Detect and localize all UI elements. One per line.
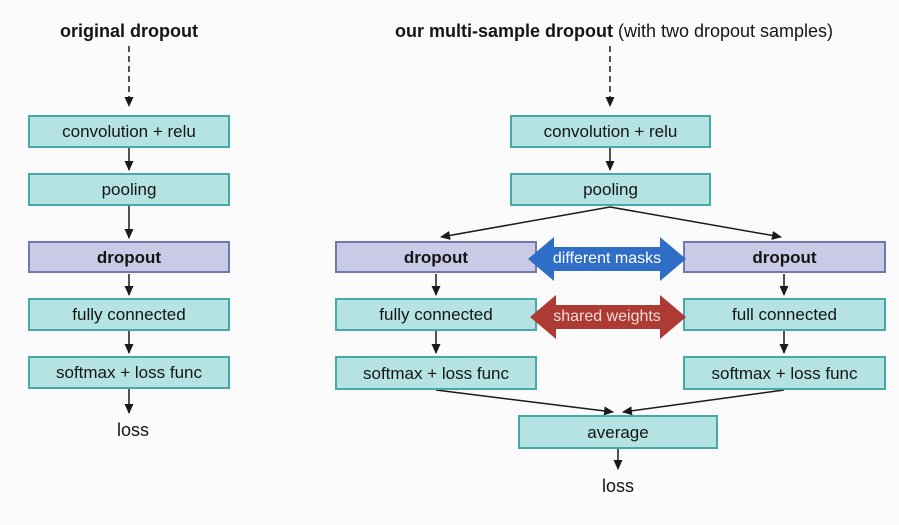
connector-softmaxL-average [435, 389, 614, 416]
left-diagram-title: original dropout [60, 21, 198, 41]
box-original-conv-relu: convolution + relu [28, 115, 230, 148]
box-original-softmax-loss: softmax + loss func [28, 356, 230, 389]
box-original-pooling: pooling [28, 173, 230, 206]
box-ms-average: average [518, 415, 718, 449]
box-original-dropout: dropout [28, 241, 230, 273]
box-ms-conv-relu: convolution + relu [510, 115, 711, 148]
box-ms-softmax-left: softmax + loss func [335, 356, 537, 390]
box-ms-dropout-right: dropout [683, 241, 886, 273]
box-ms-softmax-right: softmax + loss func [683, 356, 886, 390]
shared-weights-label: shared weights [553, 308, 661, 325]
box-ms-pooling: pooling [510, 173, 711, 206]
label-original-loss: loss [116, 420, 149, 440]
box-original-fully-connected: fully connected [28, 298, 230, 331]
connector-pooling-dropout-right [609, 206, 782, 240]
different-masks-arrow [528, 237, 686, 281]
label-ms-loss: loss [601, 476, 634, 496]
connector-softmaxR-average [622, 389, 785, 416]
right-title-regular: (with two dropout samples) [612, 21, 834, 41]
different-masks-label: different masks [552, 250, 662, 267]
box-ms-fully-connected-left: fully connected [335, 298, 537, 331]
right-title-bold: our multi-sample dropout [394, 21, 613, 41]
box-ms-dropout-left: dropout [335, 241, 537, 273]
right-diagram-title: our multi-sample dropout (with two dropo… [333, 21, 895, 42]
box-ms-full-connected-right: full connected [683, 298, 886, 331]
connector-pooling-dropout-left [440, 206, 611, 240]
shared-weights-arrow [530, 295, 686, 339]
